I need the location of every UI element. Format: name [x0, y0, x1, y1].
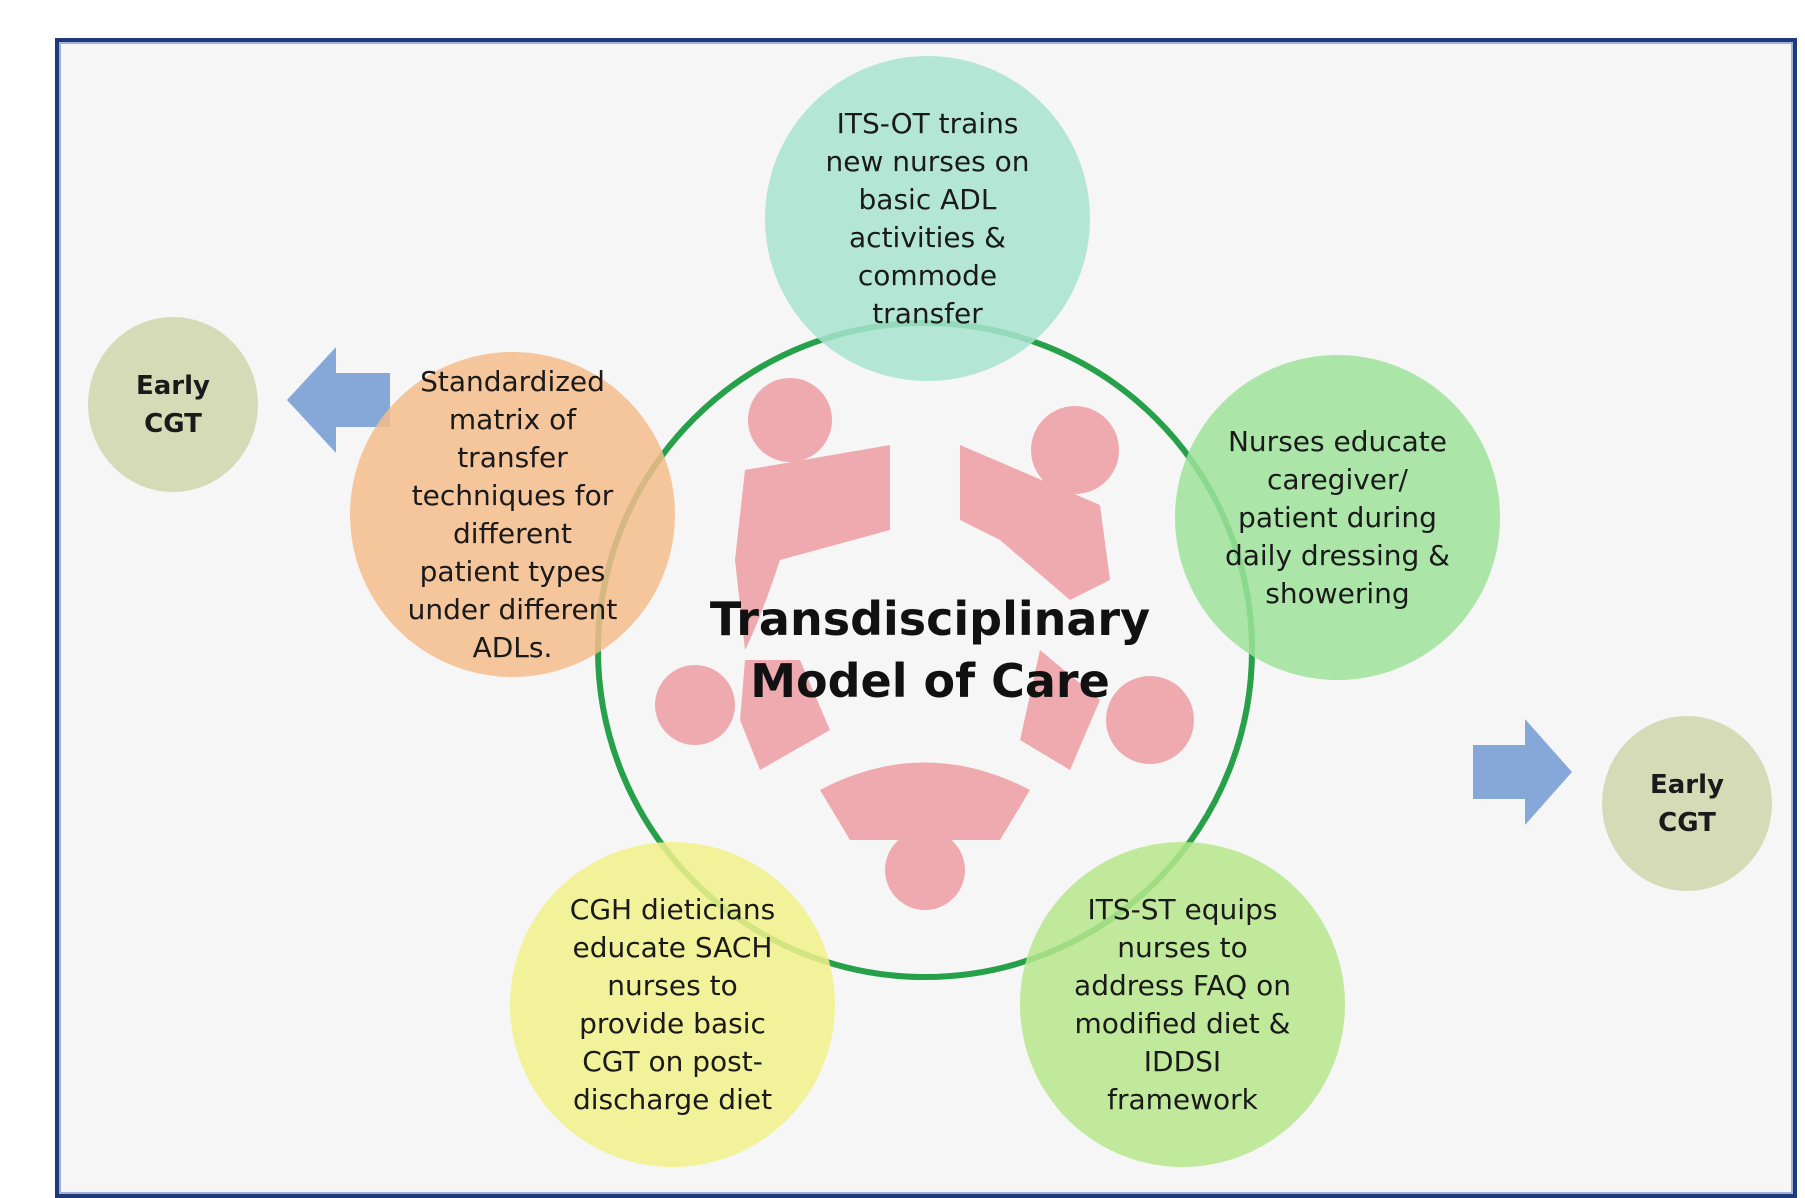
outcome-left-text: Early CGT	[136, 370, 210, 439]
arrow-right-icon	[1473, 719, 1572, 825]
outcome-right: Early CGT	[1602, 716, 1772, 891]
node-bottom-left-text: CGH dieticians educate SACH nurses to pr…	[569, 892, 776, 1116]
node-bottom-left: CGH dieticians educate SACH nurses to pr…	[510, 842, 835, 1167]
arrow-left-icon	[287, 347, 390, 453]
node-bottom-right-text: ITS-ST equips nurses to address FAQ on m…	[1074, 892, 1291, 1116]
node-right-text: Nurses educate caregiver/ patient during…	[1224, 424, 1451, 610]
node-top: ITS-OT trains new nurses on basic ADL ac…	[765, 56, 1090, 381]
team-icon	[655, 378, 1194, 910]
node-top-text: ITS-OT trains new nurses on basic ADL ac…	[825, 106, 1030, 330]
node-left: Standardized matrix of transfer techniqu…	[350, 352, 675, 677]
node-right: Nurses educate caregiver/ patient during…	[1175, 355, 1500, 680]
center-title: Transdisciplinary Model of Care	[709, 592, 1151, 708]
outcome-left: Early CGT	[88, 317, 258, 492]
outcome-right-text: Early CGT	[1650, 769, 1724, 838]
node-left-text: Standardized matrix of transfer techniqu…	[407, 364, 618, 664]
node-bottom-right: ITS-ST equips nurses to address FAQ on m…	[1020, 842, 1345, 1167]
